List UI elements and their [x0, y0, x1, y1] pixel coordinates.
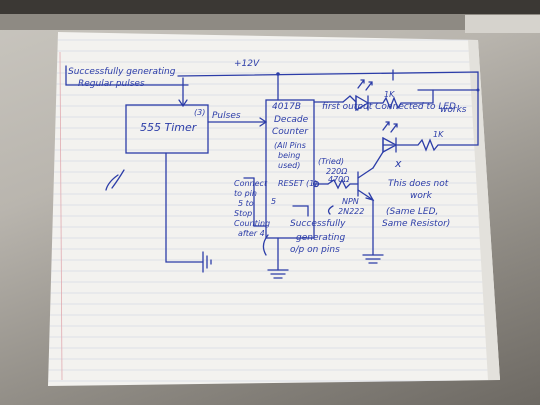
connect-note-line4: Stop	[234, 209, 253, 218]
margin-line	[59, 51, 63, 381]
background-panel	[0, 14, 540, 30]
pin1-label: (1)	[306, 179, 318, 188]
connect-note-line2: to pin	[234, 189, 257, 198]
pin5-label: 5	[271, 197, 277, 206]
ic-number: 4017B	[272, 102, 302, 112]
resistor-1k-a: 1K	[384, 90, 395, 99]
connect-note-line3: 5 to	[238, 199, 254, 208]
counter-label-line2: Counter	[272, 127, 308, 137]
success-note2-line3: o/p on pins	[290, 245, 340, 255]
counter-label-line1: Decade	[274, 115, 309, 125]
connect-note-line6: after 4	[238, 229, 265, 238]
cross-mark: x	[395, 157, 402, 170]
connect-note-line1: Connect	[234, 179, 268, 188]
supply-label: +12V	[234, 59, 260, 69]
resistor-1k-b: 1K	[433, 130, 444, 139]
circuit-drawing	[48, 32, 500, 386]
pulses-label: Pulses	[212, 111, 241, 121]
success-note2-line1: Successfully	[290, 219, 346, 229]
counter-note-line1: (All Pins	[274, 141, 306, 150]
wires	[65, 65, 479, 279]
timer-pin-label: (3)	[194, 108, 206, 117]
success-note-line2: Regular pulses	[78, 79, 145, 89]
base-resistor-value1: 220Ω	[326, 167, 348, 176]
base-resistor-tag: (Tried)	[318, 157, 345, 166]
counter-note-line2: being	[278, 151, 301, 160]
timer-label: 555 Timer	[140, 121, 197, 134]
first-output-note: first output Connected to LED	[322, 102, 456, 112]
fail-note-line3: (Same LED,	[386, 207, 439, 217]
fail-note-line1: This does not	[388, 179, 449, 189]
transistor-type: NPN	[342, 197, 359, 206]
works-label: works	[440, 105, 467, 115]
success-note-line1: Successfully generating	[68, 67, 176, 77]
success-note2-line2: generating	[296, 233, 346, 243]
base-resistor-value2: 470Ω	[328, 175, 350, 184]
paper-sheet: Successfully generating Regular pulses +…	[38, 30, 508, 390]
counter-note-line3: used)	[278, 161, 301, 170]
reset-label: RESET	[278, 179, 304, 188]
fail-note-line2: work	[410, 191, 432, 201]
connect-note-line5: Counting	[234, 219, 271, 228]
background-panel-right	[465, 15, 540, 33]
transistor-part: 2N222	[338, 207, 365, 216]
fail-note-line4: Same Resistor)	[382, 219, 451, 229]
background-dark-strip	[0, 0, 540, 18]
